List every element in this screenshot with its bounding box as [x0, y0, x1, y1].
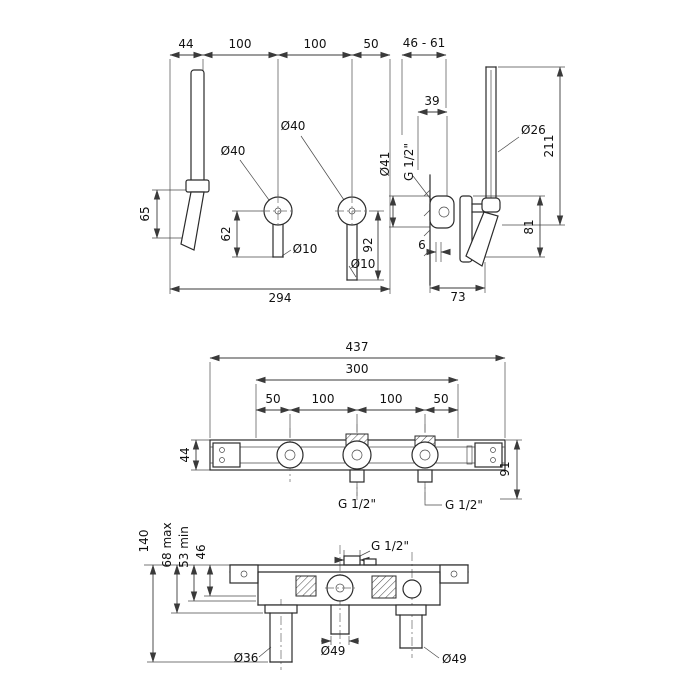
section-view: 140 68 max 53 min 46 G 1/2" Ø49 Ø36 Ø49 [137, 522, 469, 670]
dim-section-thread: G 1/2" [371, 539, 409, 553]
dim-side-dia41: Ø41 [378, 152, 392, 177]
dim-bar-50-left: 50 [265, 392, 280, 406]
dim-front-dia40-right: Ø40 [281, 119, 306, 133]
front-view-dimension-lines [152, 51, 391, 294]
dim-section-dia36: Ø36 [234, 651, 259, 665]
dim-side-211: 211 [542, 135, 556, 158]
dim-side-range: 46 - 61 [403, 36, 446, 50]
dim-front-62: 62 [219, 226, 233, 241]
dim-side-dia26: Ø26 [521, 123, 546, 137]
dim-bar-thread-left: G 1/2" [338, 497, 376, 511]
hand-shower-front [180, 69, 210, 251]
dim-front-100-right: 100 [304, 37, 327, 51]
dim-front-44: 44 [178, 37, 193, 51]
section-dimension-lines [144, 550, 440, 663]
dim-section-46: 46 [194, 544, 208, 559]
dim-bar-437: 437 [346, 340, 369, 354]
side-view: 46 - 61 39 Ø41 G 1/2" Ø26 211 81 6 73 [378, 36, 565, 304]
dim-side-73: 73 [450, 290, 465, 304]
dim-front-50: 50 [363, 37, 378, 51]
rough-in-bar-view: 437 300 50 100 100 50 44 91 G 1/2" G 1/2… [178, 340, 522, 512]
dim-front-dia10-left: Ø10 [293, 242, 318, 256]
hand-shower-side [465, 66, 501, 267]
dim-side-39: 39 [424, 94, 439, 108]
section-body [229, 545, 469, 670]
dim-bar-91: 91 [498, 461, 512, 476]
dim-front-dia10-right: Ø10 [351, 257, 376, 271]
outlet-pipes-front [272, 224, 358, 281]
dim-side-thread: G 1/2" [402, 143, 416, 181]
dim-bar-50-right: 50 [433, 392, 448, 406]
dim-front-294: 294 [269, 291, 292, 305]
dim-front-100-left: 100 [229, 37, 252, 51]
valve-handles-front [261, 194, 369, 228]
dim-front-65: 65 [138, 206, 152, 221]
dim-section-dia49-right: Ø49 [442, 652, 467, 666]
dim-section-140: 140 [137, 530, 151, 553]
dim-side-81: 81 [522, 219, 536, 234]
dim-bar-thread-right: G 1/2" [445, 498, 483, 512]
dim-section-53min: 53 min [177, 526, 191, 568]
dim-section-68max: 68 max [160, 522, 174, 567]
dim-bar-44: 44 [178, 447, 192, 462]
dim-side-6: 6 [418, 238, 426, 252]
dim-section-dia49-center: Ø49 [321, 644, 346, 658]
bar-valves [276, 424, 439, 500]
bar-dimension-lines [191, 354, 522, 506]
dim-bar-300: 300 [346, 362, 369, 376]
dim-front-dia40-left: Ø40 [221, 144, 246, 158]
dim-bar-100-left: 100 [312, 392, 335, 406]
front-view: 44 100 100 50 Ø40 Ø40 65 62 92 Ø10 Ø10 2… [138, 37, 391, 305]
wall-and-supply-side [423, 174, 487, 286]
side-view-dimension-lines [389, 51, 565, 293]
dim-bar-100-right: 100 [380, 392, 403, 406]
dim-front-92: 92 [361, 237, 375, 252]
